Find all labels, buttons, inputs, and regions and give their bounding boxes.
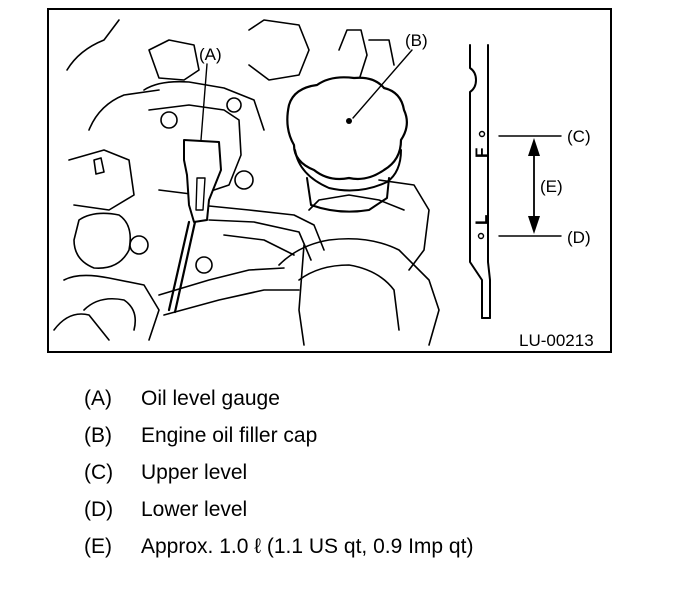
figure-frame: F L (A) (B) (C) (E) (D) LU-00213: [47, 8, 612, 353]
legend-key: (E): [84, 535, 112, 558]
legend-key: (B): [84, 424, 112, 447]
dipstick-mark-full: F: [472, 148, 491, 158]
dipstick-detail: [469, 44, 491, 319]
legend-text: Lower level: [141, 498, 248, 521]
leader-b: [352, 49, 413, 119]
legend-item-d: (D) Lower level: [84, 497, 644, 534]
legend: (A) Oil level gauge (B) Engine oil fille…: [84, 386, 644, 571]
oil-level-gauge-drawing: [167, 139, 222, 314]
legend-item-c: (C) Upper level: [84, 460, 644, 497]
dipstick-mark-low: L: [472, 215, 491, 225]
legend-key: (C): [84, 461, 114, 484]
callout-e: (E): [540, 177, 563, 196]
legend-text: Upper level: [141, 461, 248, 484]
legend-text: Oil level gauge: [141, 387, 280, 410]
range-arrow-down: [528, 216, 540, 234]
legend-key: (A): [84, 387, 112, 410]
legend-item-a: (A) Oil level gauge: [84, 386, 644, 423]
callout-d: (D): [567, 228, 591, 247]
leader-a: [200, 63, 208, 141]
oil-filler-cap-drawing: [286, 76, 408, 213]
legend-text: Engine oil filler cap: [141, 424, 318, 447]
legend-text: Approx. 1.0 ℓ (1.1 US qt, 0.9 Imp qt): [141, 535, 474, 558]
legend-item-b: (B) Engine oil filler cap: [84, 423, 644, 460]
range-arrow-up: [528, 138, 540, 156]
legend-item-e: (E) Approx. 1.0 ℓ (1.1 US qt, 0.9 Imp qt…: [84, 534, 644, 571]
engine-bay-drawing: [53, 19, 440, 346]
callout-a: (A): [199, 45, 222, 64]
engine-diagram: F L (A) (B) (C) (E) (D) LU-00213: [53, 19, 594, 350]
callout-c: (C): [567, 127, 591, 146]
callout-b: (B): [405, 31, 428, 50]
legend-key: (D): [84, 498, 114, 521]
figure-id: LU-00213: [519, 331, 594, 350]
